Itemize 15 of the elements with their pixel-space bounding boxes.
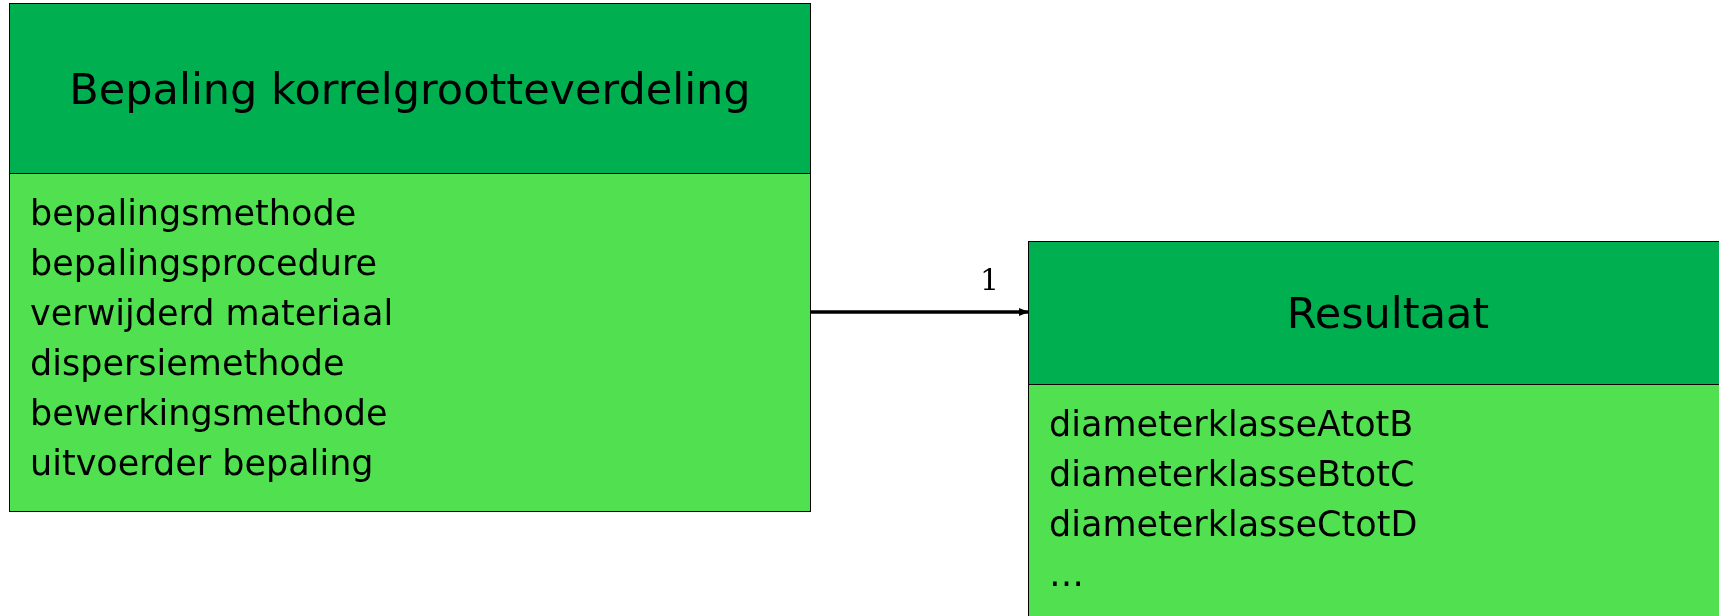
attribute-text: diameterklasseAtotB <box>1049 403 1414 446</box>
attribute-text: bepalingsprocedure <box>30 242 378 285</box>
class-name: Bepaling korrelgrootteverdeling <box>69 62 751 115</box>
attribute-text: verwijderd materiaal <box>30 292 394 335</box>
association-arrow <box>811 308 1029 316</box>
class-name: Resultaat <box>1286 287 1490 339</box>
attribute-text: uitvoerder bepaling <box>30 442 374 485</box>
class-box <box>9 3 811 512</box>
class-box <box>1028 241 1719 616</box>
attribute-text: bewerkingsmethode <box>30 392 388 435</box>
attribute-text: bepalingsmethode <box>30 192 357 235</box>
attribute-text: diameterklasseBtotC <box>1049 453 1415 496</box>
attribute-text: dispersiemethode <box>30 342 345 385</box>
attribute-text: … <box>1049 553 1084 596</box>
attribute-text: diameterklasseCtotD <box>1049 503 1418 546</box>
